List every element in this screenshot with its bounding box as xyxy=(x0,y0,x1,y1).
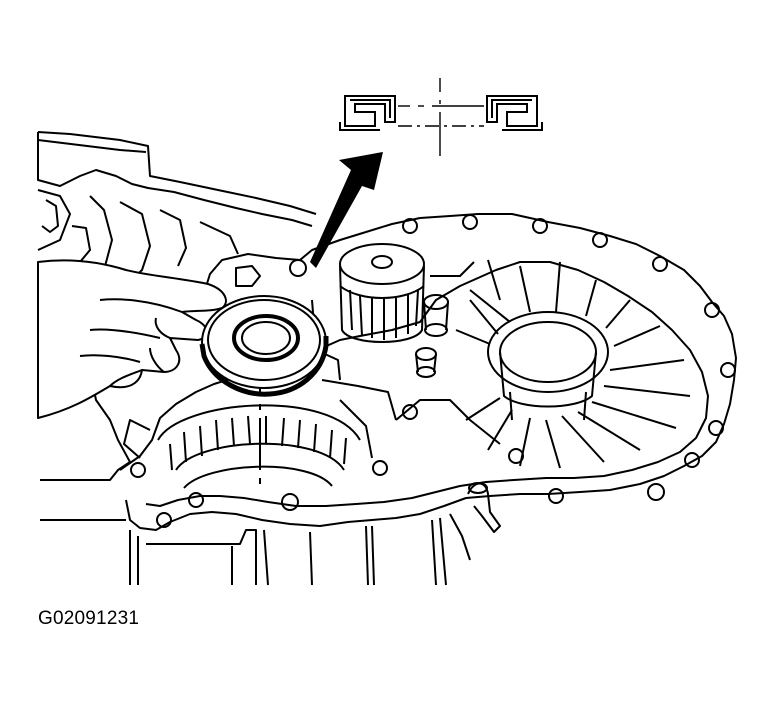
direction-arrow xyxy=(310,152,383,268)
seal-section-right xyxy=(487,96,542,130)
case-ribs xyxy=(456,260,690,468)
case-bosses xyxy=(416,295,448,377)
figure-code-label: G02091231 xyxy=(38,608,140,629)
gear-ring xyxy=(124,380,360,488)
seal-section-left xyxy=(340,96,395,130)
seal-cross-section-detail xyxy=(340,78,542,156)
hand xyxy=(38,260,226,418)
bolt-holes xyxy=(85,215,735,527)
transaxle-seal-installation-diagram xyxy=(0,0,777,600)
oil-seal xyxy=(202,296,326,394)
centerline xyxy=(398,78,484,156)
oil-filter xyxy=(340,244,424,342)
differential-bore xyxy=(488,312,608,420)
breather-tube xyxy=(468,483,500,532)
